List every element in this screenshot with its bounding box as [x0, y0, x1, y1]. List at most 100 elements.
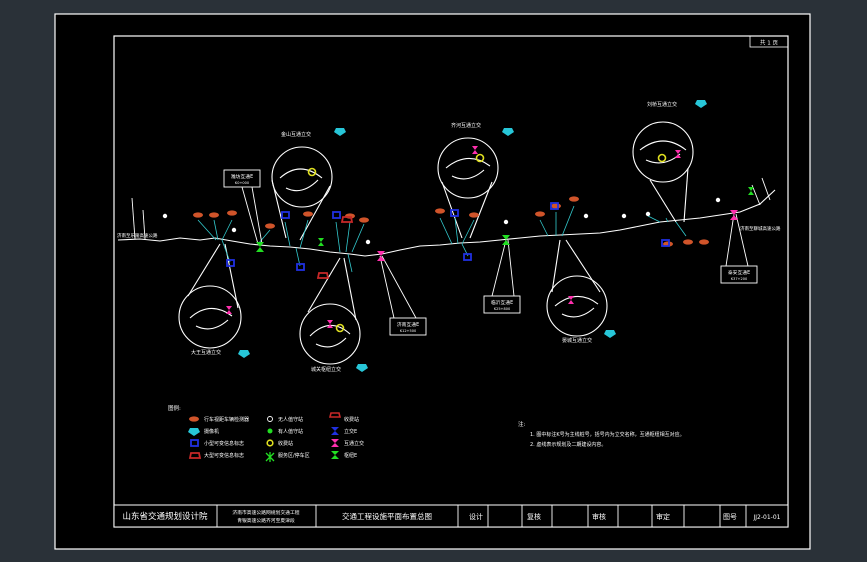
sheet-background [54, 13, 811, 550]
detector-4 [265, 223, 275, 229]
legend-label-1: 行车视距车辆检测器 [204, 416, 249, 423]
detector-1 [193, 212, 203, 218]
interchange-chainage-4: K37+200 [731, 277, 747, 281]
page-number: 共 1 页 [760, 39, 778, 47]
road-centerline [117, 189, 776, 257]
vms-signs [190, 202, 670, 447]
hub-marker-3 [318, 238, 324, 246]
legend-label-7: 收费站 [278, 440, 293, 447]
station-marker-2 [335, 323, 345, 333]
design-label: 设计 [469, 512, 483, 521]
project-name: 济南市高速公路网规划交通工程 [232, 509, 299, 516]
interchange-label-4: 泰安互通E [728, 269, 750, 276]
pole-markers [162, 197, 721, 245]
legend-ring-icon [266, 439, 274, 447]
station-marker-4 [657, 153, 667, 163]
interchange-marker-5 [472, 146, 478, 154]
station-markers [307, 153, 667, 333]
interchange-chainage-3: K25+800 [494, 307, 510, 311]
note-2: 2. 虚线表示规划及二期建设内容。 [530, 441, 606, 448]
vms-3 [296, 263, 305, 271]
main-road [117, 189, 776, 257]
drawing-no: JJ2-01-01 [753, 514, 781, 521]
detector-7 [359, 217, 369, 223]
institute-name: 山东省交通规划设计院 [122, 511, 208, 522]
service-areas [188, 216, 354, 459]
interchange-chainage-2: K12+500 [400, 329, 416, 333]
legend-camera [188, 428, 200, 436]
legend-label-4: 大型可变信息标志 [204, 452, 244, 459]
cameras [188, 100, 707, 436]
detector-2 [209, 212, 219, 218]
review-label: 审核 [592, 512, 606, 521]
detector-9 [469, 212, 479, 218]
hub-marker-1 [256, 242, 264, 252]
legend-label-12: 枢纽E [344, 452, 357, 459]
title-block-frame [113, 504, 789, 528]
vms-1 [226, 259, 235, 267]
legend-hub-hourglass-icon [331, 451, 339, 459]
callout-title-2: 大王互通立交 [191, 349, 221, 356]
legend-label-11: 互通立交 [344, 440, 364, 447]
vms-4 [332, 211, 341, 219]
detector-5 [303, 211, 313, 217]
device-leaders [197, 205, 687, 273]
road-branch-left [131, 177, 771, 240]
service-area-2 [340, 216, 354, 223]
vms-7 [550, 202, 559, 210]
vms-8 [661, 239, 670, 247]
legend-label-10: 立交E [344, 428, 357, 435]
callout-title-1: 金山互通立交 [281, 131, 311, 138]
legend-label-8: 服务区/停车区 [278, 452, 310, 459]
drawing-no-label: 图号 [723, 513, 737, 521]
callout-title-3: 城关枢纽立交 [311, 366, 341, 373]
callout-circle-3 [299, 257, 361, 365]
legend-star-icon [265, 452, 275, 462]
interchange-marker-7 [568, 296, 574, 304]
interchange-box-3: 临沂互通E K25+800 [483, 295, 521, 314]
page-number-box [749, 35, 789, 48]
check-label: 复核 [527, 512, 541, 521]
legend: 图例: 行车视距车辆检测器 摄像机 小型可变信息标志 大型可变信息标志 无人值守… [168, 404, 364, 462]
detector-3 [227, 210, 237, 216]
legend-detector [189, 416, 199, 422]
interchange-marker-6 [675, 150, 681, 158]
interchange-markers [226, 146, 738, 328]
note-1: 1. 图中标注K号为主线桩号，括号内为立交名称，互通枢纽相互对应。 [530, 431, 685, 438]
road-right-label: 济南至聊城高速公路 [740, 225, 781, 232]
detector-11 [551, 203, 561, 209]
interchange-leaders [241, 186, 749, 319]
hub-marker-2 [502, 235, 510, 245]
camera-1 [334, 128, 346, 136]
callout-circle-5 [546, 239, 608, 337]
callout-circle-6 [632, 121, 694, 223]
road-left-label: 济南至乐陵高速公路 [117, 232, 158, 239]
legend-hourglass-icon [331, 439, 339, 447]
project-name-line2: 青银高速公路齐河至夏津段 [237, 517, 295, 524]
interchange-chainage-1: K0+000 [235, 181, 249, 185]
service-area-1 [316, 272, 330, 279]
interchange-box-1: 潍坊互通E K0+000 [223, 169, 261, 188]
camera-2 [238, 350, 250, 358]
callout-titles: 金山互通立交 大王互通立交 城关枢纽立交 齐河互通立交 晏城互通立交 刘桥互通立… [191, 101, 677, 373]
detector-12 [569, 196, 579, 202]
interchange-marker-1 [377, 251, 385, 261]
interchange-marker-2 [730, 210, 738, 220]
vms-5 [450, 209, 459, 217]
camera-6 [695, 100, 707, 108]
legend-car-icon [328, 412, 342, 418]
hub-markers [256, 187, 754, 252]
camera-5 [604, 330, 616, 338]
interchange-marker-3 [226, 306, 232, 314]
callout-circle-4 [437, 137, 499, 239]
legend-title: 图例: [168, 404, 181, 412]
title-block: 山东省交通规划设计院 济南市高速公路网规划交通工程 青银高速公路齐河至夏津段 交… [113, 504, 789, 528]
drawing-title: 交通工程设施平面布置总图 [342, 511, 432, 521]
vms-6 [463, 253, 472, 261]
callout-title-6: 刘桥互通立交 [647, 101, 677, 108]
legend-circle-icon [267, 416, 273, 422]
callout-title-4: 齐河互通立交 [451, 122, 481, 129]
hub-marker-4 [748, 187, 754, 195]
station-marker-3 [475, 153, 485, 163]
